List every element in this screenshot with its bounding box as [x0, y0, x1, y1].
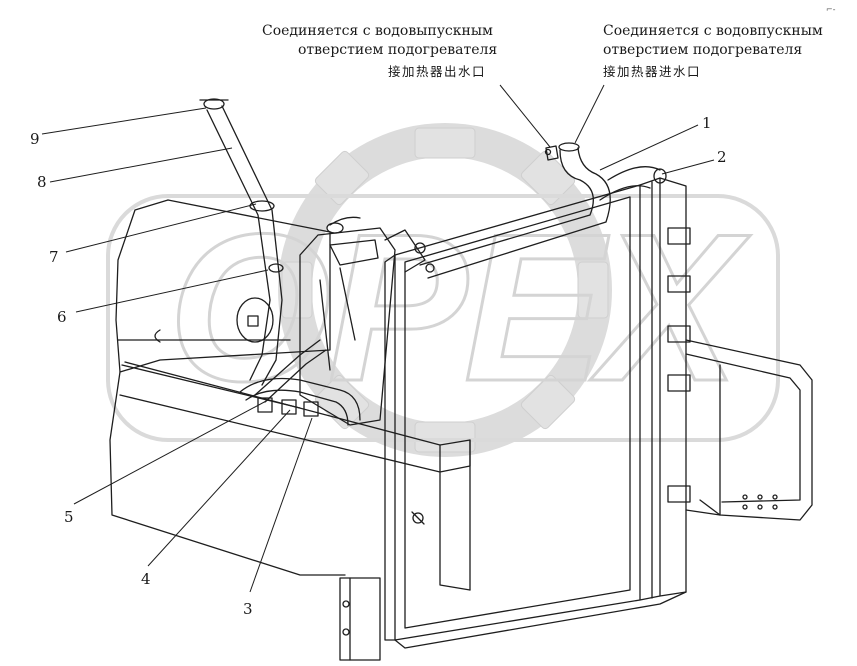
upper-coolant-hose [419, 142, 667, 279]
radiator-frame [384, 177, 687, 649]
inlet-label-ru-line1: Соединяется с водовпускным [603, 23, 823, 39]
watermark-text: OPEX [168, 190, 750, 425]
leader-8 [49, 147, 233, 183]
tank-outlet-port [236, 297, 274, 343]
part-number-6: 6 [57, 308, 67, 326]
part-number-3: 3 [243, 600, 253, 618]
outlet-label-cn: 接加热器出水口 [388, 64, 487, 79]
leader-9 [41, 107, 207, 135]
watermark-banner [106, 194, 780, 442]
part-number-4: 4 [141, 570, 151, 588]
part-number-5: 5 [64, 508, 74, 526]
lower-hose-set [239, 339, 361, 426]
expansion-tank [299, 216, 396, 426]
part-number-7: 7 [49, 248, 59, 266]
inlet-label-cn: 接加热器进水口 [603, 64, 702, 79]
side-clips [667, 227, 691, 503]
vent-pipe [199, 98, 284, 386]
leader-2 [661, 159, 715, 175]
corner-mark: ⌐- [826, 5, 836, 14]
leader-4 [147, 409, 291, 567]
leader-3 [249, 417, 313, 593]
part-number-2: 2 [717, 148, 727, 166]
inlet-label-ru-line2: отверстием подогревателя [603, 42, 803, 58]
part-number-9: 9 [30, 130, 40, 148]
leader-inlet [574, 84, 605, 144]
part-number-8: 8 [37, 173, 47, 191]
leader-1 [599, 124, 699, 171]
part-number-1: 1 [702, 114, 712, 132]
lower-bracket-panel [119, 361, 471, 591]
filler-hose [384, 229, 435, 273]
leader-outlet [499, 84, 551, 148]
leader-5 [73, 399, 269, 505]
heater-outlet-fitting [544, 145, 559, 161]
bottom-drain-bracket [339, 577, 381, 661]
outlet-label-ru-line2: отверстием подогревателя [298, 42, 498, 58]
leader-7 [65, 203, 257, 253]
leader-lines [41, 84, 715, 593]
right-mounting-bracket [685, 339, 813, 521]
leader-6 [75, 269, 269, 313]
outlet-label-ru-line1: Соединяется с водовыпускным [262, 23, 493, 39]
